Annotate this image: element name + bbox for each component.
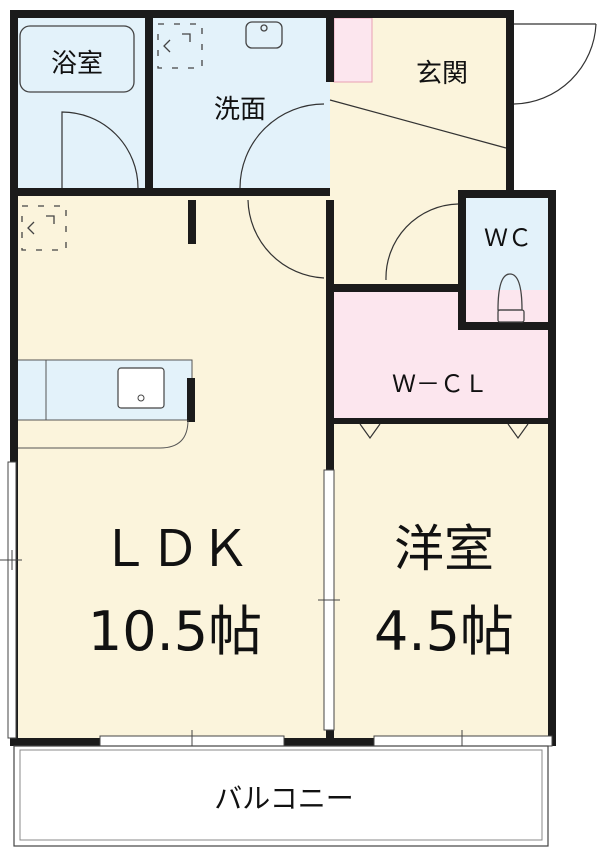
western-room-floor	[334, 420, 552, 742]
entrance-label: 玄関	[416, 59, 468, 89]
kitchen-back-curve	[14, 419, 189, 449]
balcony-label: バルコニー	[214, 782, 353, 815]
ldk-floor	[14, 192, 330, 742]
door-swings	[61, 23, 597, 281]
ldk-size: 10.5帖	[88, 600, 262, 663]
wash-basin	[245, 21, 283, 49]
balcony-outline	[13, 745, 549, 847]
western-room-size: 4.5帖	[374, 600, 514, 663]
ventilation-markers	[21, 23, 203, 251]
toilet-label: ＷＣ	[484, 224, 532, 252]
closet-door-marks	[359, 423, 529, 440]
kitchen-sink	[117, 367, 165, 409]
kitchen-wall-stub	[187, 378, 195, 422]
windows	[0, 461, 553, 752]
washroom-label: 洗面	[214, 95, 266, 125]
bathtub	[19, 25, 135, 93]
bath-label: 浴室	[51, 49, 103, 79]
closet-floor	[334, 290, 552, 420]
closet-label: Ｗ－ＣＬ	[392, 370, 488, 398]
washroom-floor	[150, 14, 330, 192]
balcony-inner	[19, 749, 543, 841]
ldk-label: ＬＤＫ	[100, 520, 250, 578]
toilet-fixture	[497, 273, 525, 323]
kitchen-counter	[13, 359, 193, 421]
bath-floor	[14, 14, 150, 192]
sink-drain	[137, 394, 145, 402]
western-room-label: 洋室	[394, 520, 494, 578]
entrance-shoe-cabinet	[333, 17, 373, 83]
